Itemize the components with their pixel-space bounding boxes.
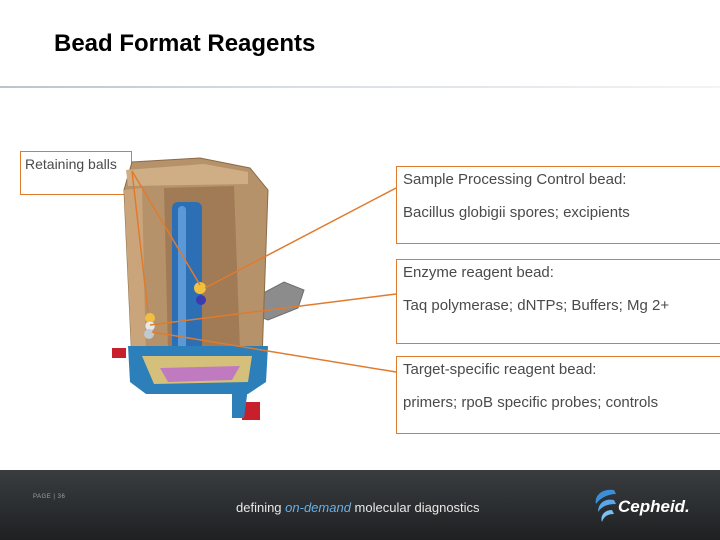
callout-heading: Sample Processing Control bead: <box>403 171 720 189</box>
tagline-suffix: molecular diagnostics <box>351 500 480 515</box>
page-number: PAGE | 36 <box>33 494 65 500</box>
tagline-highlight: on-demand <box>285 500 351 515</box>
callout-heading: Enzyme reagent bead: <box>403 264 720 282</box>
cepheid-logo-icon <box>590 482 620 528</box>
title-divider <box>0 86 720 88</box>
callout-heading: Target-specific reagent bead: <box>403 361 720 379</box>
callout-sample-processing-control: Sample Processing Control bead: Bacillus… <box>396 166 720 244</box>
footer-bar: PAGE | 36 defining on-demand molecular d… <box>0 470 720 540</box>
callout-body: Bacillus globigii spores; excipients <box>403 204 720 222</box>
callout-target-specific-reagent: Target-specific reagent bead: primers; r… <box>396 356 720 434</box>
cartridge-illustration <box>72 150 338 470</box>
tagline: defining on-demand molecular diagnostics <box>236 500 480 515</box>
cepheid-logo: Cepheid. <box>590 482 700 528</box>
callout-body: primers; rpoB specific probes; controls <box>403 394 720 412</box>
tagline-prefix: defining <box>236 500 285 515</box>
callout-body: Taq polymerase; dNTPs; Buffers; Mg 2+ <box>403 297 720 315</box>
callout-enzyme-reagent: Enzyme reagent bead: Taq polymerase; dNT… <box>396 259 720 344</box>
logo-wordmark: Cepheid. <box>618 497 690 517</box>
slide-title: Bead Format Reagents <box>54 30 315 58</box>
